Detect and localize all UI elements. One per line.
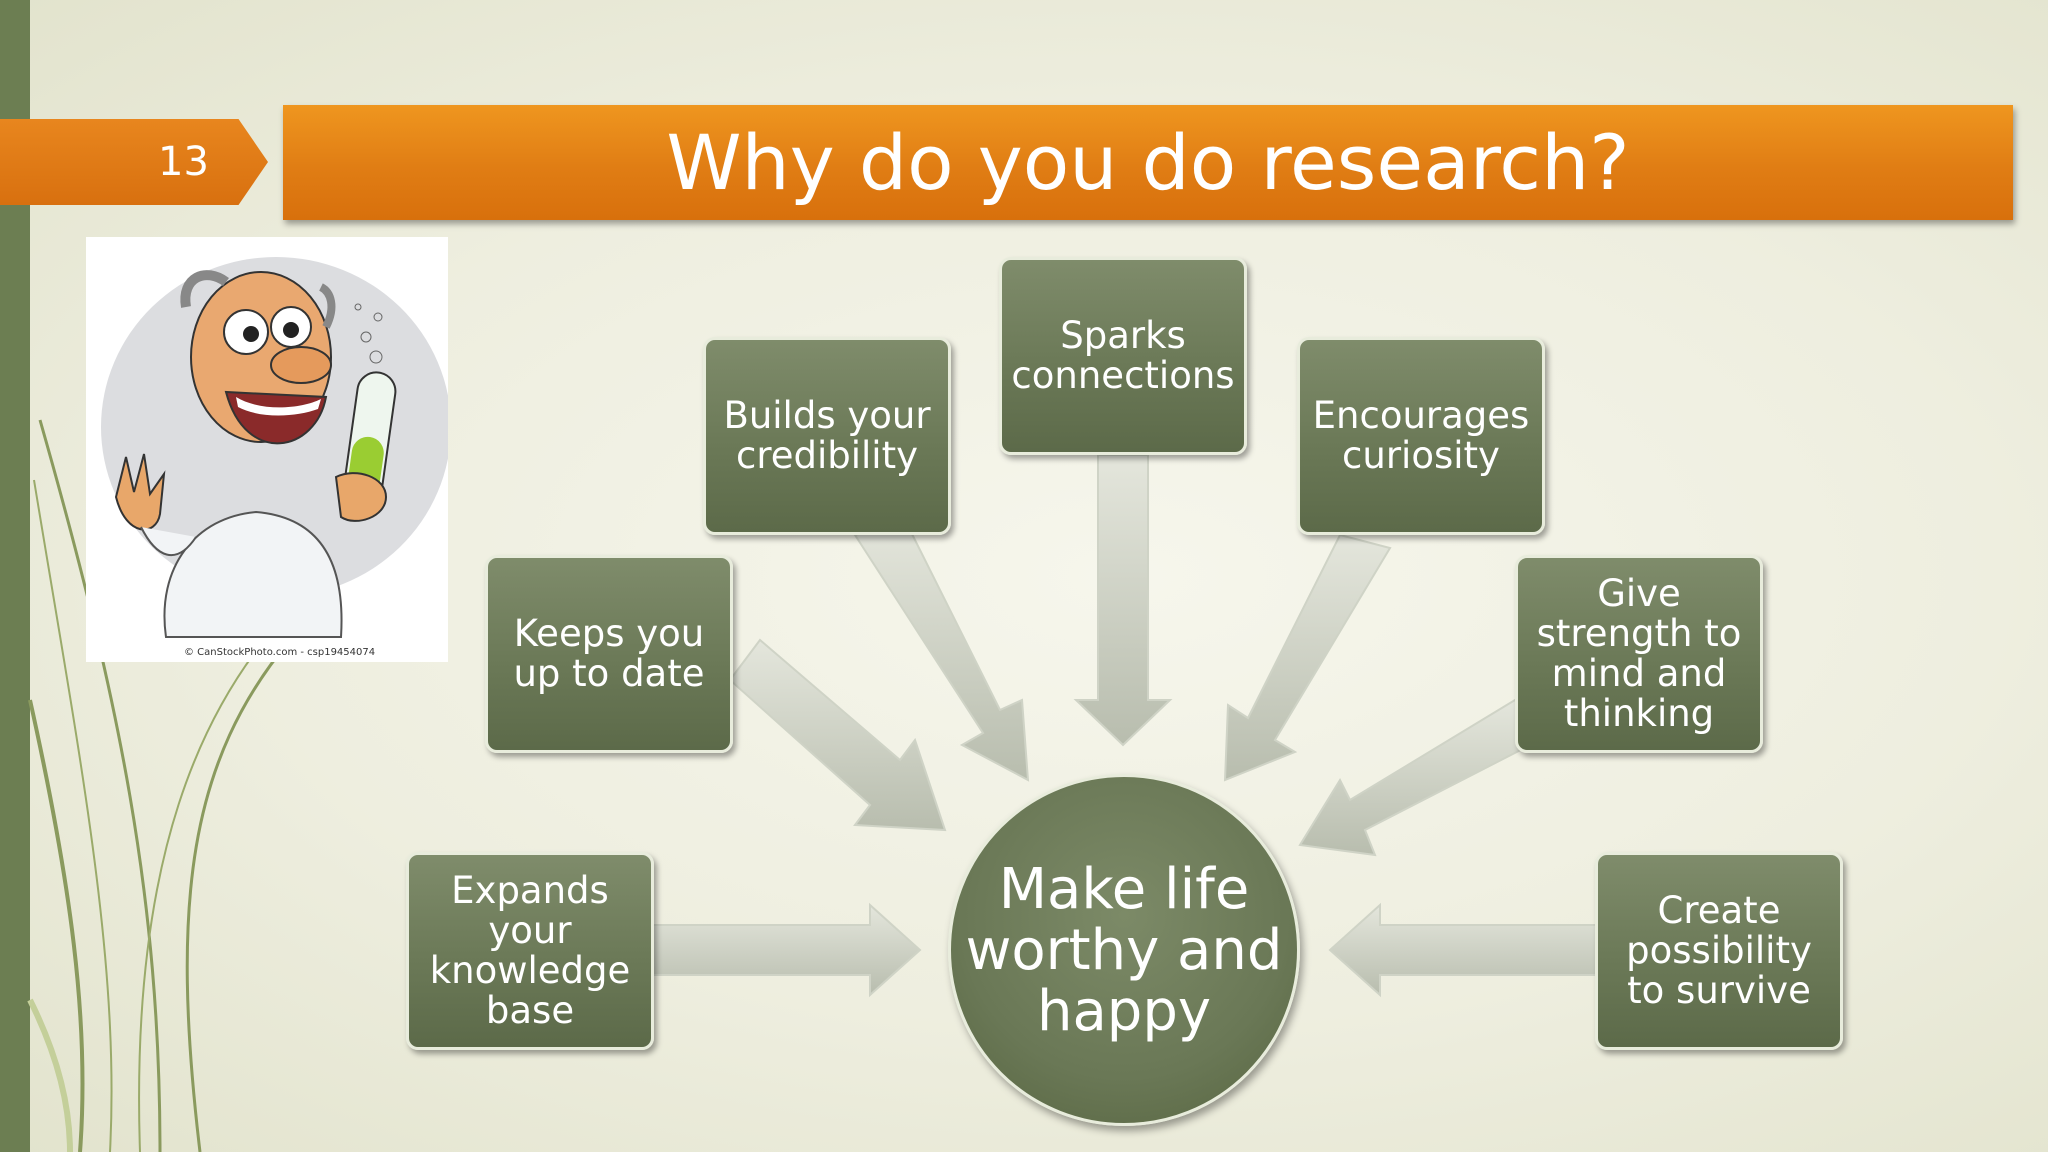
arrow-create bbox=[1328, 902, 1597, 998]
arrow-sparks bbox=[1073, 454, 1173, 747]
box-builds: Builds your credibility bbox=[703, 337, 951, 535]
arrow-give bbox=[1298, 698, 1542, 857]
box-sparks-label: Sparks connections bbox=[1011, 314, 1235, 397]
box-give: Give strength to mind and thinking bbox=[1515, 555, 1763, 753]
scientist-with-test-tube-icon bbox=[101, 257, 448, 638]
box-create-label: Create possibility to survive bbox=[1626, 889, 1812, 1012]
arrow-encourages bbox=[1223, 533, 1392, 782]
clipart-credit: © CanStockPhoto.com - csp19454074 bbox=[184, 647, 376, 658]
slide-number-tab: 13 bbox=[0, 119, 268, 205]
center-circle: Make life worthy and happy bbox=[948, 774, 1300, 1126]
scientist-clipart: © CanStockPhoto.com - csp19454074 bbox=[86, 237, 448, 662]
arrow-expands bbox=[651, 902, 922, 998]
slide-title: Why do you do research? bbox=[666, 118, 1630, 207]
box-expands-label: Expands your knowledge base bbox=[429, 869, 631, 1032]
box-encourages: Encourages curiosity bbox=[1297, 337, 1545, 535]
box-builds-label: Builds your credibility bbox=[723, 394, 931, 477]
box-sparks: Sparks connections bbox=[999, 257, 1247, 455]
box-keeps: Keeps you up to date bbox=[485, 555, 733, 753]
box-encourages-label: Encourages curiosity bbox=[1312, 394, 1530, 477]
box-create: Create possibility to survive bbox=[1595, 852, 1843, 1050]
arrow-builds bbox=[853, 518, 1030, 782]
arrow-keeps bbox=[728, 638, 947, 832]
box-keeps-label: Keeps you up to date bbox=[513, 612, 705, 695]
box-expands: Expands your knowledge base bbox=[406, 852, 654, 1050]
slide-title-bar: Why do you do research? bbox=[283, 105, 2013, 220]
box-give-label: Give strength to mind and thinking bbox=[1536, 572, 1742, 735]
center-label: Make life worthy and happy bbox=[965, 856, 1283, 1044]
slide-number: 13 bbox=[158, 139, 209, 185]
